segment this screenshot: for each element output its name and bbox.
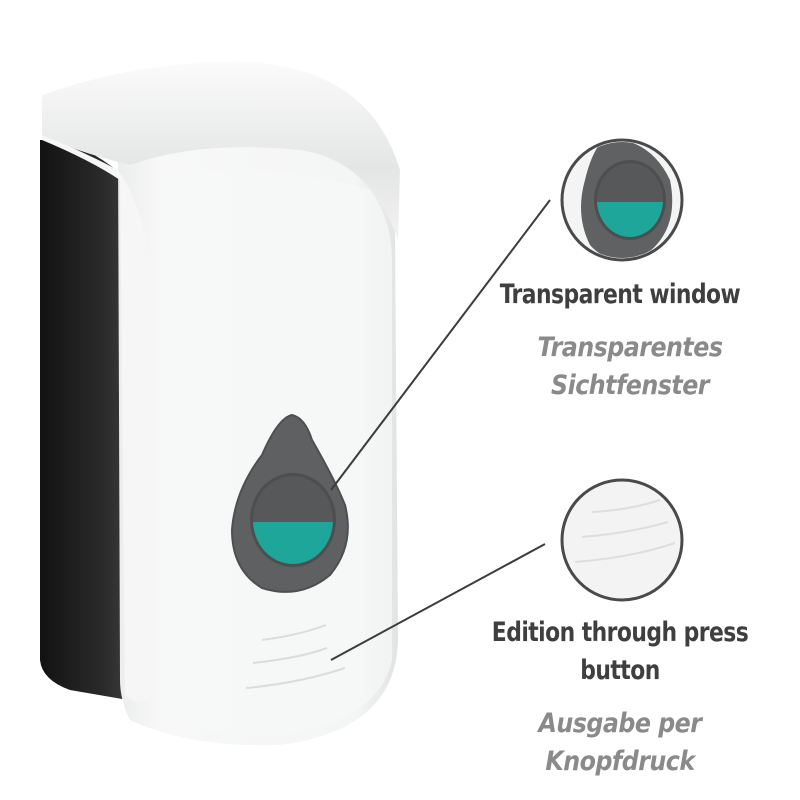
press-ridges [245, 624, 346, 689]
callout-circle-button [560, 478, 684, 602]
leader-line-window [330, 199, 551, 491]
dispenser-button [230, 413, 349, 593]
callout-window-title-de: Transparentes Sichtfenster [537, 332, 723, 401]
callout-button-title-de: Ausgabe per Knopfdruck [538, 708, 702, 777]
callout-circle-window [560, 138, 684, 262]
callout-window-title-en: Transparent window [499, 279, 741, 310]
callout-button-title-en: Edition through press button [491, 617, 749, 686]
leader-line-button [330, 543, 546, 661]
dispenser-back-panel [40, 140, 128, 700]
